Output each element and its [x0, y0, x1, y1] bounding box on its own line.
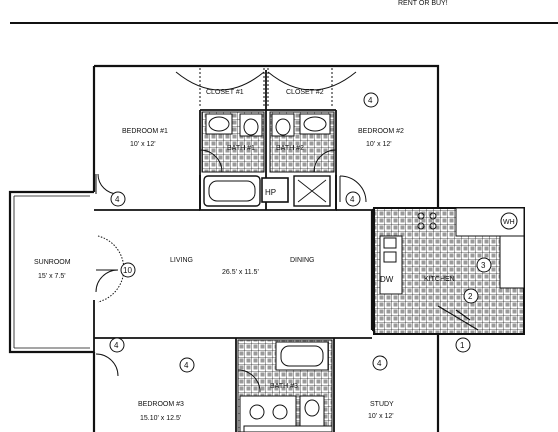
bath2-name: BATH #2 [276, 145, 304, 152]
bedroom3-name: BEDROOM #3 [138, 401, 184, 408]
callout-4-bedroom2-door: 4 [350, 195, 355, 204]
doors [95, 149, 367, 393]
living-dining-size: 26.5' x 11.5' [222, 269, 259, 276]
baths [201, 111, 335, 432]
callout-4-study: 4 [377, 359, 382, 368]
kitchen-name: KITCHEN [424, 276, 455, 283]
sunroom-name: SUNROOM [34, 259, 71, 266]
bedroom2-name: BEDROOM #2 [358, 128, 404, 135]
callout-2-kitchen: 2 [468, 292, 473, 301]
callout-markers [109, 92, 492, 373]
bedroom1-size: 10' x 12' [130, 141, 156, 148]
closets [175, 68, 357, 106]
bedroom2-size: 10' x 12' [366, 141, 392, 148]
dining-name: DINING [290, 257, 315, 264]
callout-4-bedroom3: 4 [184, 361, 189, 370]
interior-walls [93, 70, 372, 432]
callout-1-entry: 1 [460, 341, 465, 350]
bath1-name: BATH #1 [227, 145, 255, 152]
callout-10-sunroom: 10 [123, 266, 132, 275]
callout-4-bedroom1-door: 4 [115, 195, 120, 204]
living-name: LIVING [170, 257, 193, 264]
callout-4-bedroom3-door: 4 [114, 341, 119, 350]
bedroom1-name: BEDROOM #1 [122, 128, 168, 135]
study-size: 10' x 12' [368, 413, 394, 420]
bedroom3-size: 15.10' x 12.5' [140, 415, 181, 422]
kitchen-area [373, 207, 525, 335]
header-text: RENT OR BUY! [398, 0, 448, 7]
callout-3-kitchen: 3 [481, 261, 486, 270]
dw-label: DW [380, 275, 394, 284]
bath3-name: BATH #3 [270, 383, 298, 390]
hp-label: HP [265, 188, 276, 197]
wh-label: WH [503, 219, 515, 226]
study-name: STUDY [370, 401, 394, 408]
sunroom-size: 15' x 7.5' [38, 273, 66, 280]
closet1-name: CLOSET #1 [206, 89, 244, 96]
header-rule [10, 22, 558, 24]
callout-4-bedroom2: 4 [368, 96, 373, 105]
closet2-name: CLOSET #2 [286, 89, 324, 96]
